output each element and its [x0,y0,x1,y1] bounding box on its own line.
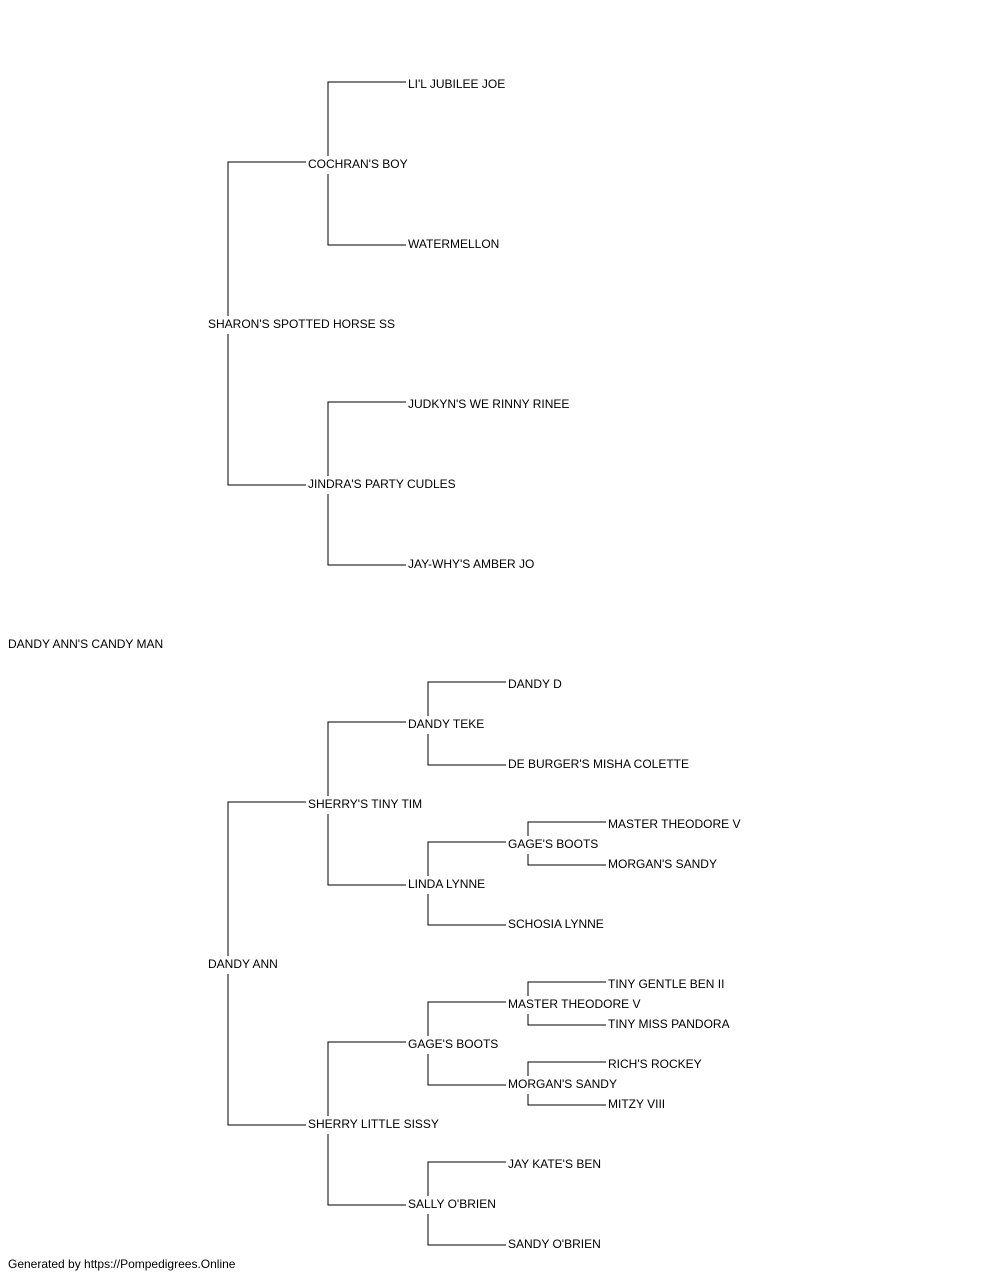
dam-sire-sire-sire-name: DANDY D [508,677,564,691]
connector-line [427,1161,506,1196]
dam-sire-sire-name: DANDY TEKE [408,717,487,731]
sire-name: SHARON'S SPOTTED HORSE SS [208,317,397,331]
dam-dam-dam-dam-name: SANDY O'BRIEN [508,1237,603,1251]
sire-sire-dam-name: WATERMELLON [408,237,502,251]
connector-line [527,1094,606,1106]
dam-dam-dam-name: SALLY O'BRIEN [408,1197,498,1211]
sire-sire-name: COCHRAN'S BOY [308,157,410,171]
connector-line [327,814,406,886]
connector-line [327,721,406,796]
dam-name: DANDY ANN [208,957,280,971]
connector-line [527,854,606,866]
dam-dam-sire-sire-name: MASTER THEODORE V [508,997,643,1011]
connector-line [227,801,306,956]
dam-dam-sire-sire-sire-name: TINY GENTLE BEN II [608,977,727,991]
connector-line [527,1014,606,1026]
connector-line [427,894,506,926]
connector-line [327,174,406,246]
dam-sire-dam-name: LINDA LYNNE [408,877,488,891]
dam-dam-dam-sire-name: JAY KATE'S BEN [508,1157,603,1171]
connector-line [527,1061,606,1076]
connector-line [427,734,506,766]
dam-sire-name: SHERRY'S TINY TIM [308,797,425,811]
connector-line [527,981,606,996]
dam-dam-sire-name: GAGE'S BOOTS [408,1037,501,1051]
connector-line [527,821,606,836]
dam-sire-dam-dam-name: SCHOSIA LYNNE [508,917,606,931]
connector-line [227,161,306,316]
connector-line [427,1054,506,1086]
dam-sire-dam-sire-sire-name: MASTER THEODORE V [608,817,743,831]
connector-line [427,1214,506,1246]
sire-dam-dam-name: JAY-WHY'S AMBER JO [408,557,537,571]
dam-dam-sire-sire-dam-name: TINY MISS PANDORA [608,1017,732,1031]
dam-dam-name: SHERRY LITTLE SISSY [308,1117,441,1131]
connector-line [327,1041,406,1116]
dam-dam-sire-dam-sire-name: RICH'S ROCKEY [608,1057,704,1071]
connector-line [227,974,306,1126]
dam-sire-dam-sire-dam-name: MORGAN'S SANDY [608,857,719,871]
sire-sire-sire-name: LI'L JUBILEE JOE [408,77,508,91]
dam-dam-sire-dam-name: MORGAN'S SANDY [508,1077,619,1091]
connector-line [427,1001,506,1036]
connector-line [227,334,306,486]
subject-name: DANDY ANN'S CANDY MAN [8,637,166,651]
connector-line [427,681,506,716]
connector-line [327,401,406,476]
dam-dam-sire-dam-dam-name: MITZY VIII [608,1097,668,1111]
sire-dam-name: JINDRA'S PARTY CUDLES [308,477,458,491]
connector-line [327,1134,406,1206]
connector-line [427,841,506,876]
connector-line [327,494,406,566]
sire-dam-sire-name: JUDKYN'S WE RINNY RINEE [408,397,572,411]
connector-line [327,81,406,156]
generated-by-footer: Generated by https://Pompedigrees.Online [8,1257,236,1271]
dam-sire-dam-sire-name: GAGE'S BOOTS [508,837,601,851]
dam-sire-sire-dam-name: DE BURGER'S MISHA COLETTE [508,757,691,771]
